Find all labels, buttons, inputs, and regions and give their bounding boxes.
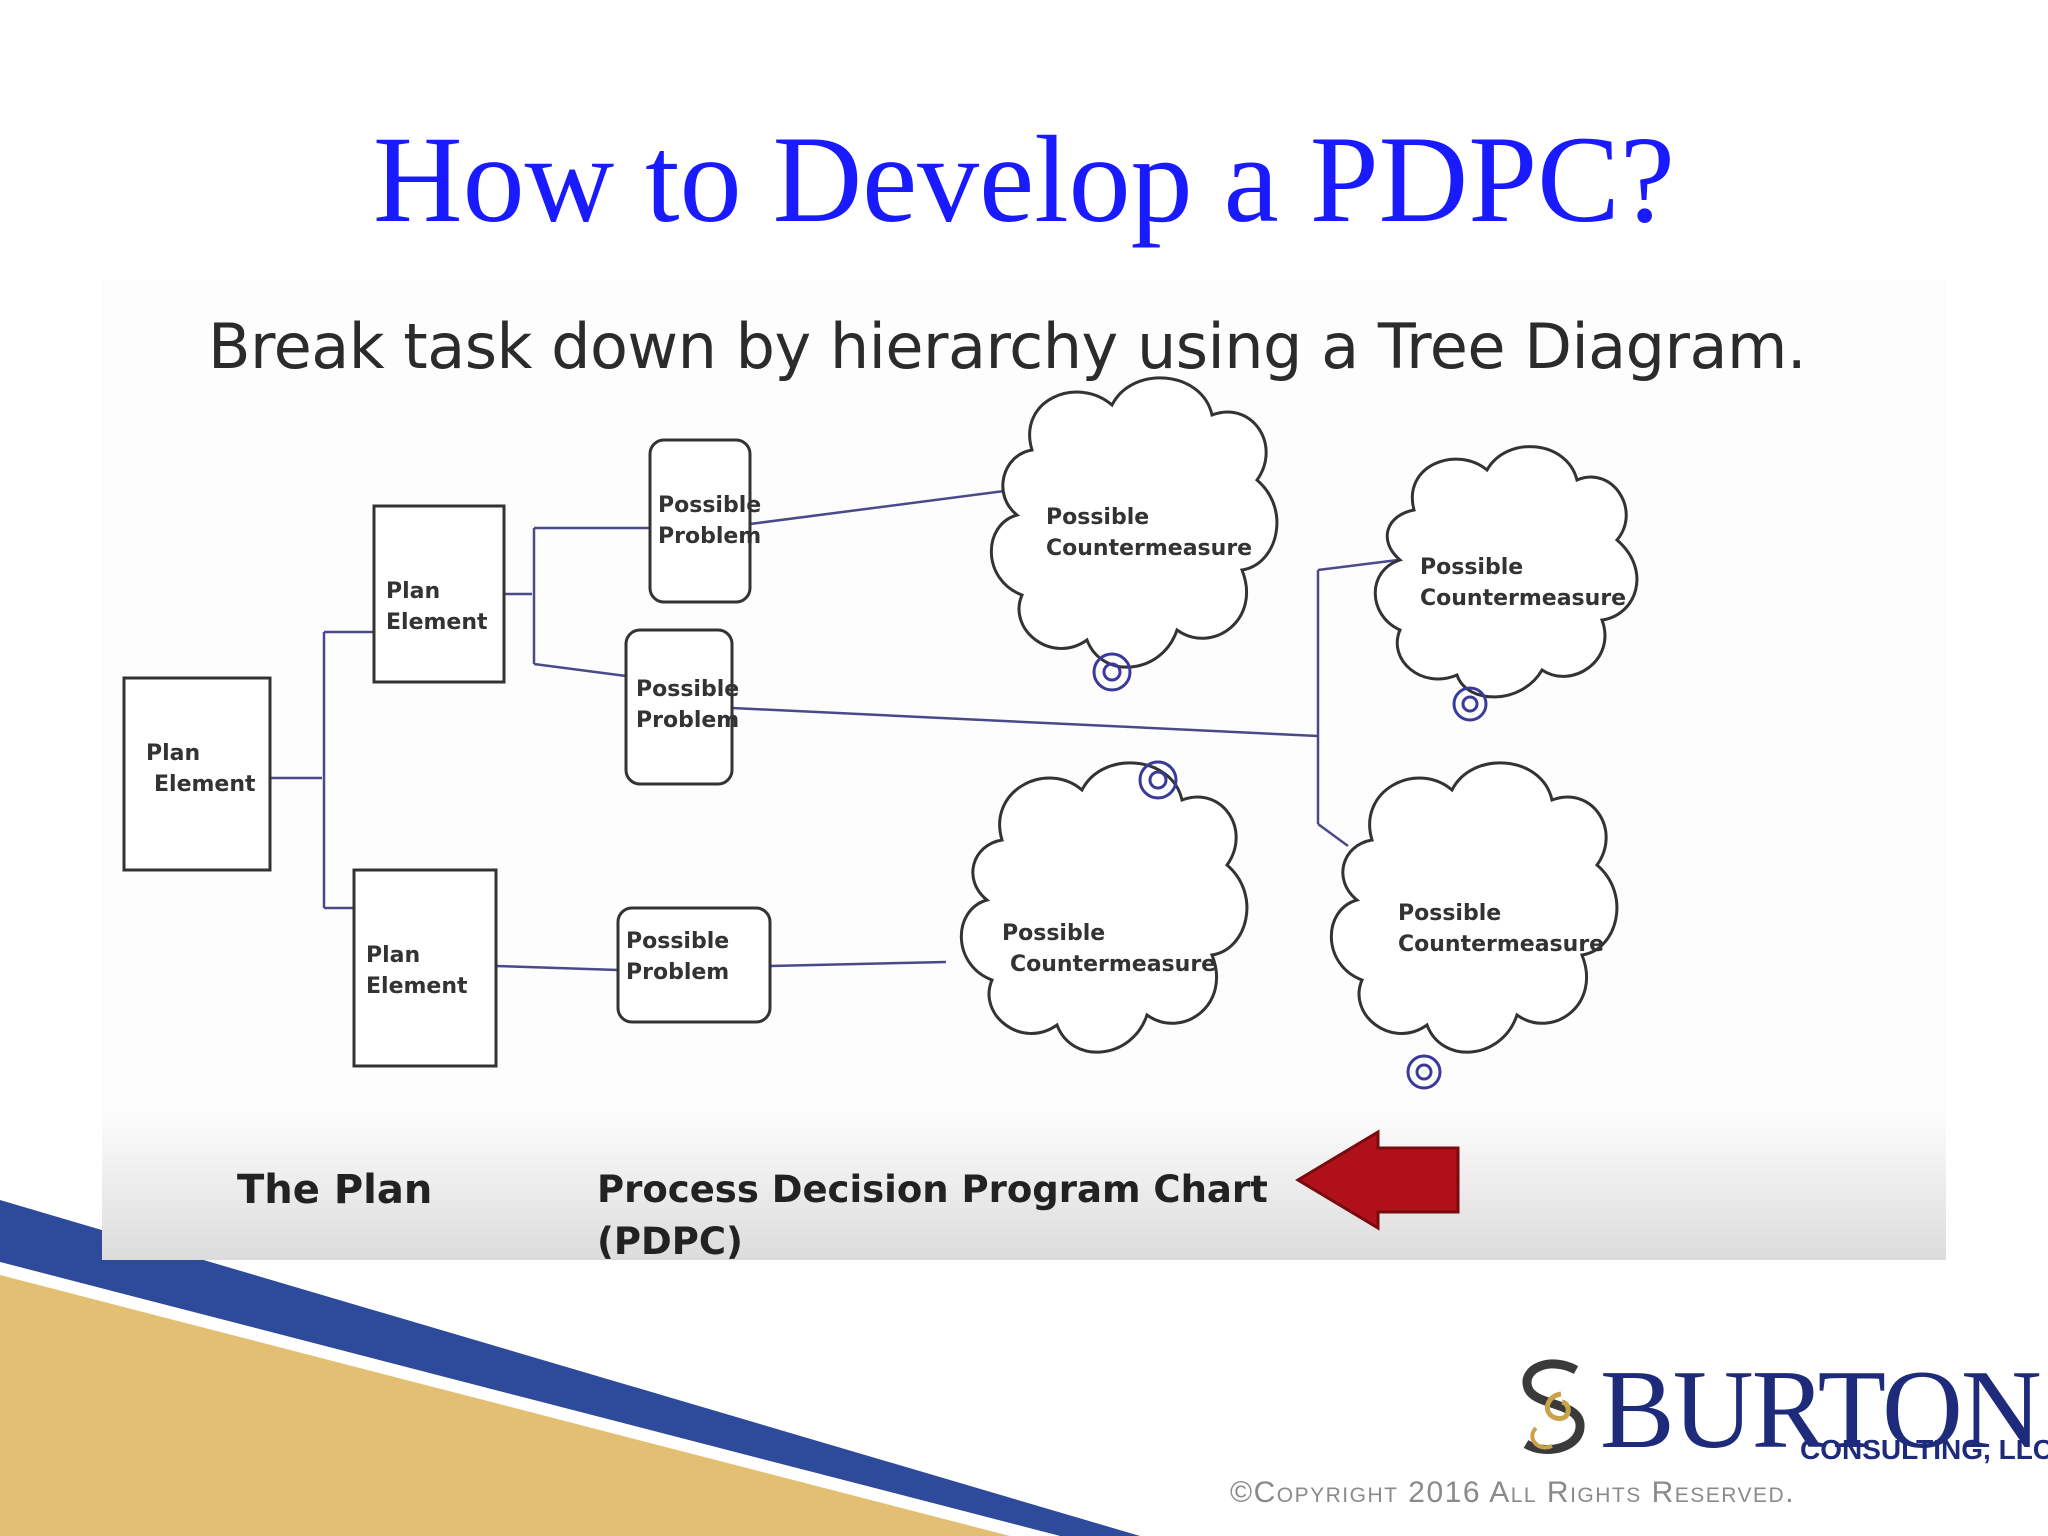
node-label-line: Plan (366, 943, 421, 968)
swirl-mark-b (1452, 686, 1488, 722)
possible-problem-c-box (616, 906, 772, 1024)
possible-problem-a-box (648, 438, 752, 604)
burton-s-monogram-icon (1522, 1359, 1585, 1454)
burton-consulting-logo: BURTON CONSULTING, LLC (1500, 1348, 2048, 1472)
countermeasure-cloud-d (1329, 761, 1619, 1054)
node-label-line: Possible (658, 493, 762, 518)
possible-problem-b-label: Possible Problem (636, 674, 739, 736)
connector-upper-plan-to-problems (504, 526, 650, 678)
swirl-mark-c (1138, 760, 1178, 800)
logo-subtitle: CONSULTING, LLC (1800, 1434, 2048, 1465)
countermeasure-clouds (959, 376, 1639, 1054)
plan-element-root-box (122, 676, 272, 872)
connector-root-to-plan-elements (270, 630, 374, 910)
swirl-mark-a (1092, 652, 1132, 692)
countermeasure-cloud-c (959, 761, 1249, 1054)
connector-problem-a-to-countermeasure (749, 488, 1013, 526)
possible-problem-a-label: Possible Problem (658, 490, 761, 552)
countermeasure-d-label: Possible Countermeasure (1398, 898, 1604, 960)
node-label-line: Plan (386, 579, 441, 604)
plan-element-lower-label: Plan Element (366, 940, 468, 1002)
copyright-notice: ©Copyright 2016 All Rights Reserved. (1230, 1476, 1796, 1509)
possible-problem-boxes (616, 438, 772, 1024)
node-label-line: Possible (1046, 505, 1150, 530)
swirl-mark-b-inner (1461, 695, 1479, 713)
node-label-line: Possible (626, 929, 730, 954)
node-label-line: Problem (636, 708, 740, 733)
caption-pdpc-line1: Process Decision Program Chart (597, 1168, 1268, 1211)
connector-lines (270, 488, 1399, 972)
node-label-line: Possible (1420, 555, 1524, 580)
caption-band (102, 1110, 1946, 1260)
connector-problem-c-to-countermeasure (769, 960, 947, 968)
chevron-blue-band (0, 1200, 1140, 1536)
logo-wordmark: BURTON (1600, 1348, 2042, 1472)
swirl-mark-c-inner (1148, 770, 1168, 790)
node-label-line: Countermeasure (1010, 952, 1217, 977)
plan-element-upper-label: Plan Element (386, 576, 488, 638)
node-label-line: Possible (636, 677, 740, 702)
swirl-mark-d-inner (1415, 1063, 1433, 1081)
slide-title: How to Develop a PDPC? (373, 111, 1675, 248)
node-label-line: Countermeasure (1420, 586, 1627, 611)
plan-element-root-label: Plan Element (146, 738, 256, 800)
swirl-mark-a-inner (1102, 662, 1122, 682)
embedded-diagram-image: Break task down by hierarchy using a Tre… (102, 280, 1946, 1260)
countermeasure-a-label: Possible Countermeasure (1046, 502, 1252, 564)
red-arrow-icon (1295, 1129, 1460, 1231)
pdpc-tree-diagram (122, 376, 1639, 1231)
possible-problem-c-label: Possible Problem (626, 926, 729, 988)
countermeasure-b-label: Possible Countermeasure (1420, 552, 1626, 614)
node-label-line: Element (366, 974, 468, 999)
node-label-line: Possible (1002, 921, 1106, 946)
node-label-line: Countermeasure (1046, 536, 1253, 561)
swirl-marks (1092, 652, 1488, 1090)
countermeasure-c-label: Possible Countermeasure (1002, 918, 1216, 980)
plan-element-upper-box (372, 504, 506, 684)
connector-lower-plan-to-problem (495, 964, 619, 972)
node-label-line: Element (386, 610, 488, 635)
possible-problem-b-box (624, 628, 734, 786)
caption-the-plan: The Plan (237, 1167, 433, 1213)
chevron-white-sliver (0, 1262, 1060, 1536)
plan-element-boxes (122, 504, 506, 1068)
swirl-mark-d (1406, 1054, 1442, 1090)
node-label-line: Problem (658, 524, 762, 549)
caption-pdpc-line2: (PDPC) (597, 1220, 743, 1260)
node-label-line: Element (154, 772, 256, 797)
node-label-line: Problem (626, 960, 730, 985)
node-label-line: Plan (146, 741, 201, 766)
embedded-heading: Break task down by hierarchy using a Tre… (208, 310, 1807, 383)
connector-problem-b-to-countermeasures (731, 558, 1399, 848)
caption-pdpc: Process Decision Program Chart (PDPC) (597, 1164, 1268, 1260)
node-label-line: Possible (1398, 901, 1502, 926)
countermeasure-cloud-a (989, 376, 1279, 669)
node-label-line: Countermeasure (1398, 932, 1605, 957)
countermeasure-cloud-b (1373, 445, 1639, 699)
plan-element-lower-box (352, 868, 498, 1068)
